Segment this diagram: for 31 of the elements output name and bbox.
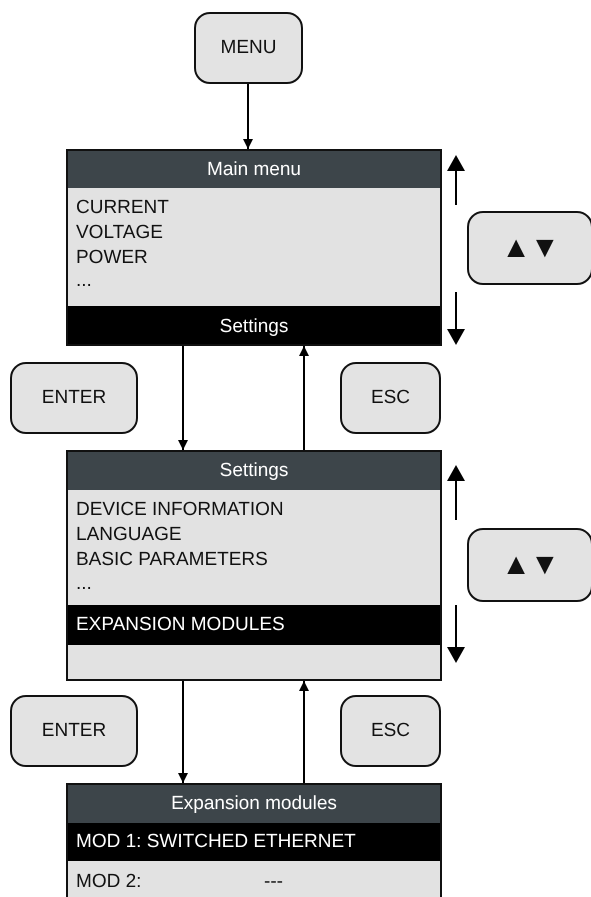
menu-item: --- xyxy=(264,871,283,893)
selected-menu-item: Settings xyxy=(68,306,440,344)
screen-title-bar: Settings xyxy=(68,452,440,490)
arrow xyxy=(178,681,188,783)
arrow xyxy=(299,681,309,783)
menu-item: MOD 2: xyxy=(76,871,142,893)
display-screen xyxy=(66,450,442,681)
arrow xyxy=(243,84,253,149)
screen-title-bar: Main menu xyxy=(68,151,440,188)
menu-item: CURRENT xyxy=(76,197,169,219)
menu-item: POWER xyxy=(76,247,148,269)
selected-menu-item: MOD 1: SWITCHED ETHERNET xyxy=(68,823,440,861)
screen-title-bar: Expansion modules xyxy=(68,785,440,823)
arrow xyxy=(178,346,188,450)
key-button: ESC xyxy=(340,362,441,434)
arrow-keys-button: ▲▼ xyxy=(467,211,591,285)
menu-item: VOLTAGE xyxy=(76,222,163,244)
key-button: ENTER xyxy=(10,362,138,434)
arrow-keys-button: ▲▼ xyxy=(467,528,591,602)
display-screen xyxy=(66,149,442,346)
key-button: ENTER xyxy=(10,695,138,767)
display-screen xyxy=(66,783,442,897)
menu-item: ... xyxy=(76,270,92,292)
menu-item: ... xyxy=(76,573,92,595)
menu-item: LANGUAGE xyxy=(76,524,182,546)
key-button: ESC xyxy=(340,695,441,767)
selected-menu-item: EXPANSION MODULES xyxy=(68,605,440,645)
arrow xyxy=(299,346,309,450)
menu-item: DEVICE INFORMATION xyxy=(76,499,284,521)
menu-item: BASIC PARAMETERS xyxy=(76,549,268,571)
key-button: MENU xyxy=(194,12,303,84)
